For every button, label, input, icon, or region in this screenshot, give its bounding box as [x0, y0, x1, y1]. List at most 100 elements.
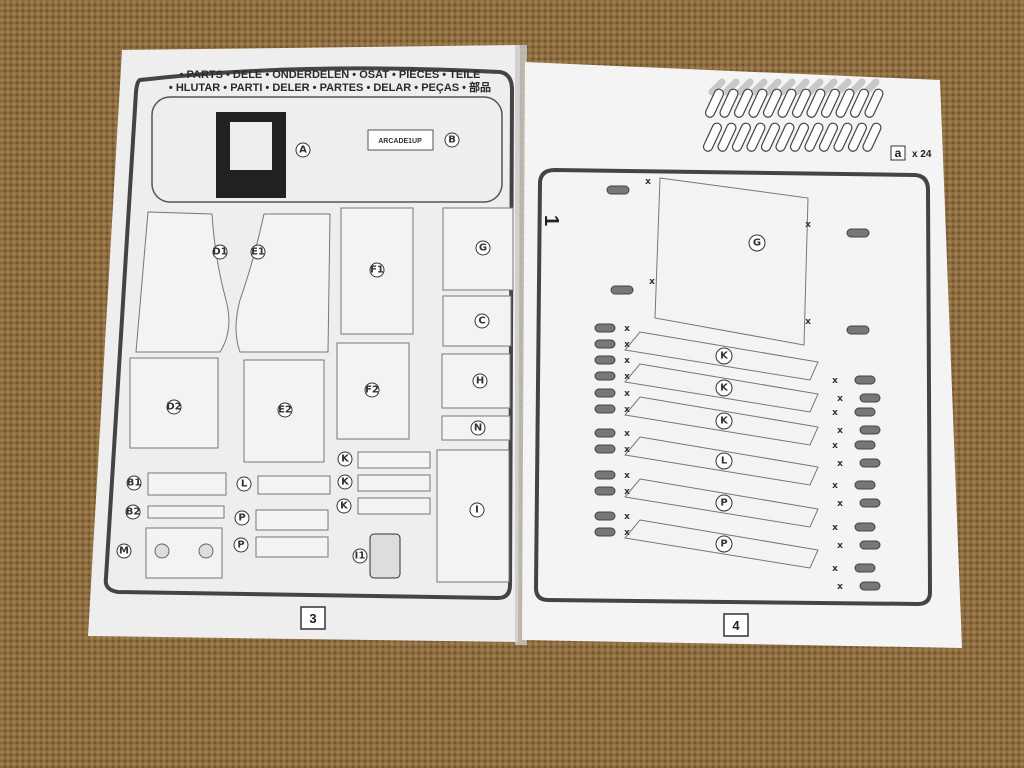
arcade1up-logo: ARCADE1UP	[378, 138, 422, 145]
dowel-pins-illustration	[702, 78, 884, 152]
dowel-pin: x	[594, 371, 630, 382]
x-mark: x	[649, 277, 655, 287]
dowel-pin: x	[837, 498, 881, 509]
x-mark: x	[624, 471, 630, 481]
step-number: 1	[540, 215, 562, 226]
label-f1: F1	[370, 265, 384, 276]
board-p1: P	[624, 478, 819, 528]
page-number-left: 3	[309, 611, 316, 626]
hardware-dowel	[849, 88, 869, 118]
part-b1	[147, 472, 227, 496]
x-mark: x	[624, 445, 630, 455]
part-i1-controller	[369, 533, 401, 579]
label-p1: P	[238, 513, 245, 524]
diagram-label-l: L	[721, 456, 728, 467]
label-k3: K	[340, 501, 349, 512]
page-number-right: 4	[732, 618, 740, 633]
label-g: G	[479, 243, 487, 254]
hardware-dowel	[746, 122, 766, 152]
dowel-pin: x	[594, 511, 630, 522]
hardware-dowel	[775, 122, 795, 152]
x-mark: x	[624, 372, 630, 382]
label-k2: K	[341, 477, 350, 488]
label-n: N	[474, 423, 482, 434]
hardware-dowel	[833, 122, 853, 152]
hardware-dowel	[717, 122, 737, 152]
board-p2: P	[624, 519, 819, 569]
x-mark: x	[805, 220, 811, 230]
dowel-pin: x	[594, 486, 630, 497]
label-h: H	[476, 376, 484, 387]
x-mark: x	[624, 429, 630, 439]
dowel-pin: x	[832, 563, 876, 574]
hardware-dowel	[847, 122, 867, 152]
part-f1	[340, 207, 414, 335]
part-p2	[255, 536, 329, 558]
step-frame	[533, 167, 933, 607]
dowel-pin: x	[832, 407, 876, 418]
dowel-pin: x	[594, 388, 630, 399]
label-i1: I1	[355, 551, 366, 562]
hardware-label: a	[895, 146, 902, 160]
diagram-label-k1: K	[720, 351, 729, 362]
hardware-dowel	[733, 88, 753, 118]
part-d1	[135, 211, 230, 353]
hardware-dowel	[804, 122, 824, 152]
x-mark: x	[837, 459, 843, 469]
label-b: B	[448, 135, 456, 146]
hardware-dowel	[862, 122, 882, 152]
dowel-pin: x	[594, 323, 630, 334]
dowel-pin: x	[594, 404, 630, 415]
board-k2: K	[624, 363, 819, 413]
hardware-dowel	[818, 122, 838, 152]
label-p2: P	[237, 540, 244, 551]
x-mark: x	[837, 541, 843, 551]
hardware-dowel	[806, 88, 826, 118]
dowel-pin: x	[832, 480, 876, 491]
label-m: M	[119, 546, 129, 557]
x-mark: x	[832, 523, 838, 533]
x-mark: x	[624, 340, 630, 350]
dowel-pin: x	[832, 375, 876, 386]
hardware-quantity: x 24	[912, 149, 932, 160]
board-k3: K	[624, 396, 819, 446]
x-mark: x	[832, 481, 838, 491]
hardware-dowel	[789, 122, 809, 152]
dowel-pin: x	[805, 317, 870, 335]
label-e1: E1	[251, 247, 265, 258]
dowel-pin: x	[594, 527, 630, 538]
dowel-pin: x	[837, 393, 881, 404]
hardware-dowel	[762, 88, 782, 118]
label-d1: D1	[212, 247, 227, 258]
diagram-label-p1: P	[720, 498, 727, 509]
diagram-label-k2: K	[720, 383, 729, 394]
part-k1	[357, 451, 431, 469]
x-mark: x	[837, 394, 843, 404]
dowel-pin: x	[837, 581, 881, 592]
x-mark: x	[624, 324, 630, 334]
dowel-pin: x	[606, 177, 651, 195]
label-d2: D2	[166, 402, 181, 413]
parts-header-line2: • HLUTAR • PARTI • DELER • PARTES • DELA…	[169, 80, 491, 94]
dowel-pin: x	[594, 428, 630, 439]
parts-frame	[103, 66, 515, 601]
x-mark: x	[832, 564, 838, 574]
board-l: L	[624, 436, 819, 486]
label-l: L	[241, 479, 248, 490]
hardware-dowel	[864, 88, 884, 118]
left-page: • PARTS • DELE • ONDERDELEN • OSAT • PIÈ…	[88, 45, 520, 642]
board-k1: K	[624, 331, 819, 381]
label-i: I	[475, 505, 479, 516]
hardware-dowel	[702, 122, 722, 152]
label-a: A	[299, 145, 307, 156]
dowel-pin: x	[594, 339, 630, 350]
x-mark: x	[832, 441, 838, 451]
part-l	[257, 475, 331, 495]
dowel-pin: x	[832, 440, 876, 451]
dowel-pin: x	[837, 458, 881, 469]
x-mark: x	[837, 499, 843, 509]
x-mark: x	[624, 528, 630, 538]
x-mark: x	[624, 405, 630, 415]
x-mark: x	[624, 512, 630, 522]
panel-g	[654, 177, 809, 346]
